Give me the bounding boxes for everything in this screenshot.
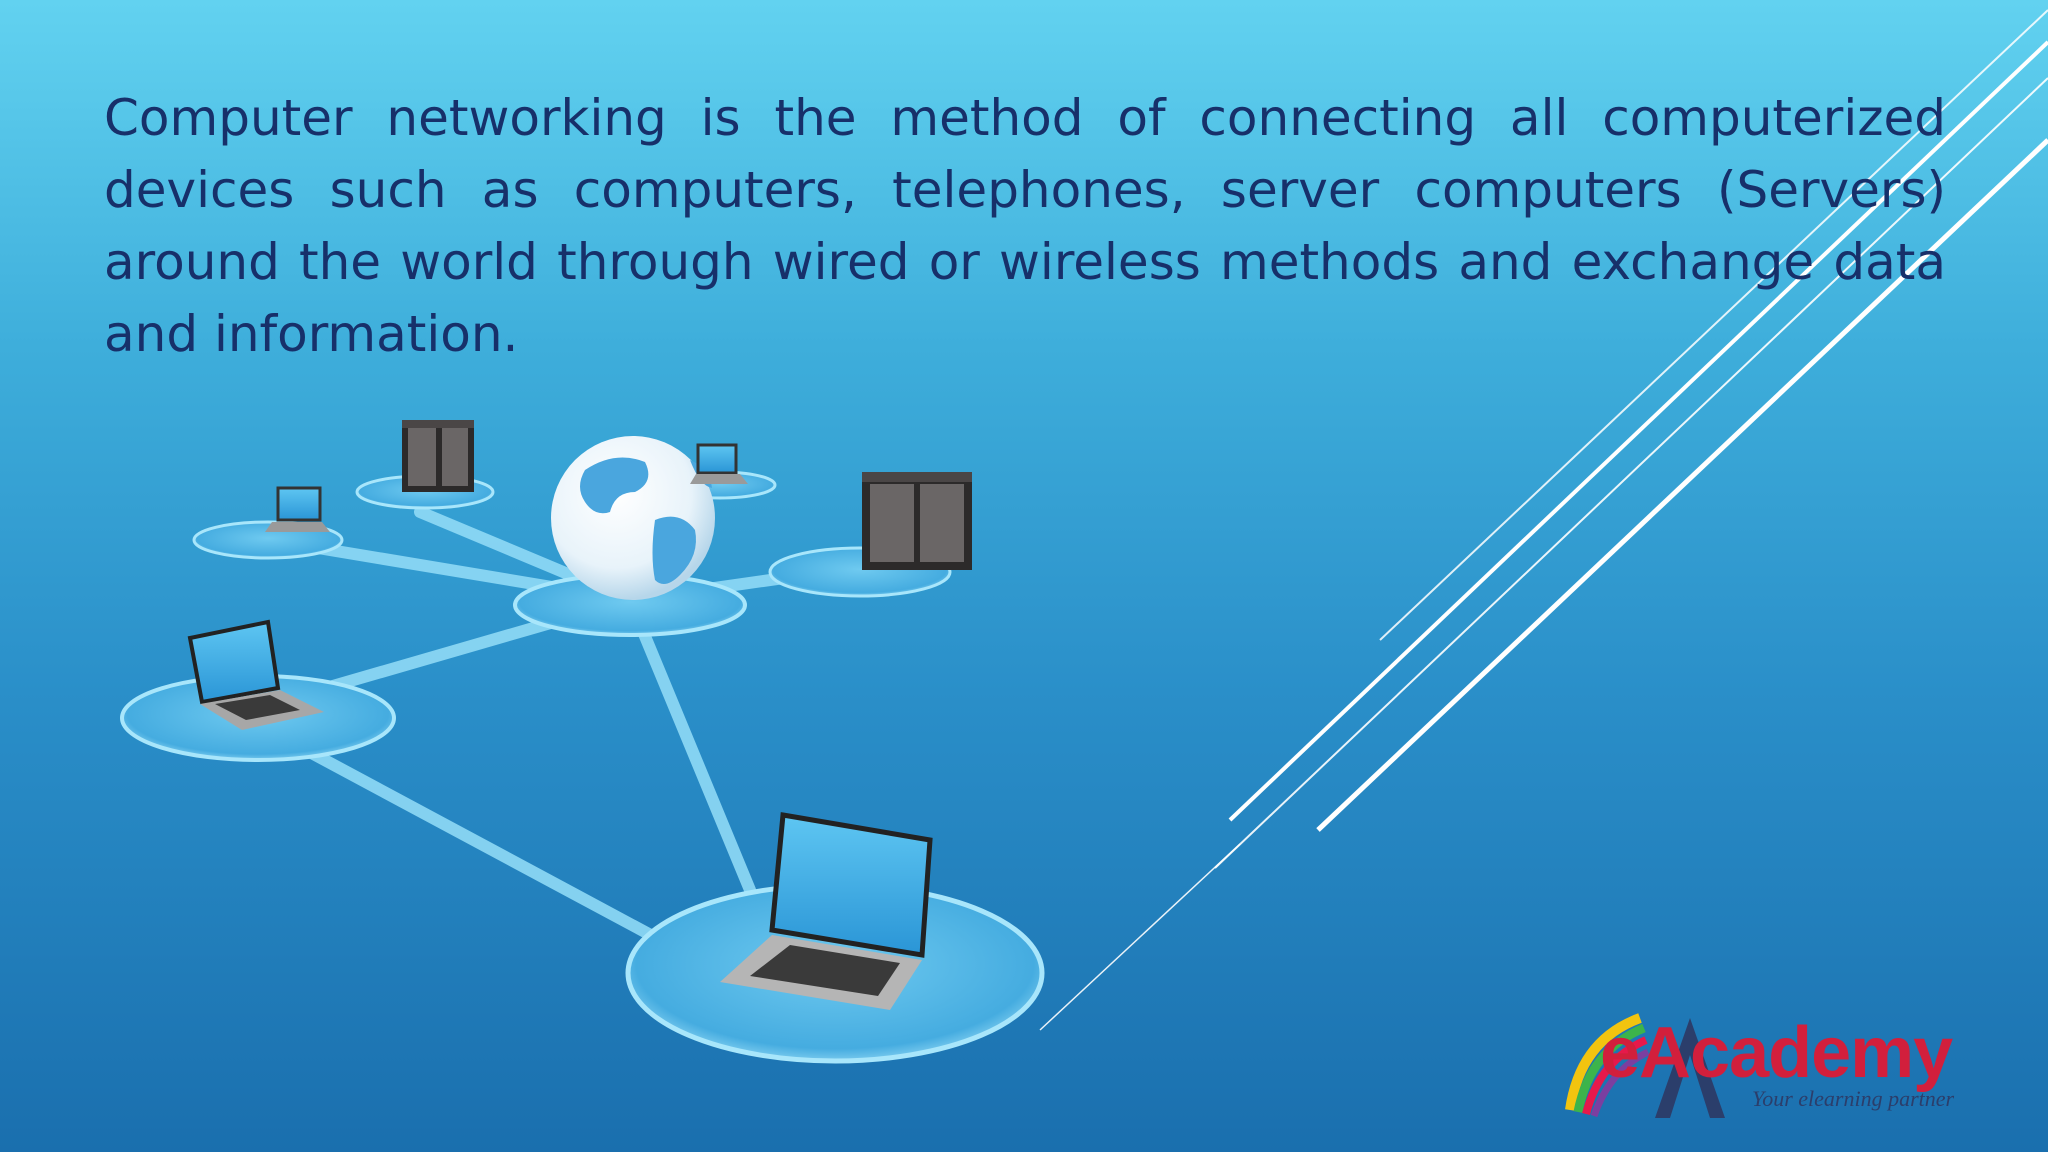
- laptop-icon: [720, 812, 933, 1010]
- server-icon: [862, 472, 972, 570]
- logo-brand-text: eAcademy: [1600, 1013, 1953, 1093]
- network-illustration: [120, 420, 1045, 1064]
- globe-icon: [551, 436, 715, 600]
- eacademy-logo-swoosh: [1565, 1013, 1725, 1118]
- description-paragraph: Computer networking is the method of con…: [104, 89, 1946, 363]
- laptop-icon: [187, 619, 324, 730]
- logo-tagline: Your elearning partner: [1752, 1086, 1955, 1111]
- server-icon: [402, 420, 474, 492]
- laptop-icon: [265, 486, 330, 532]
- laptop-icon: [690, 443, 748, 484]
